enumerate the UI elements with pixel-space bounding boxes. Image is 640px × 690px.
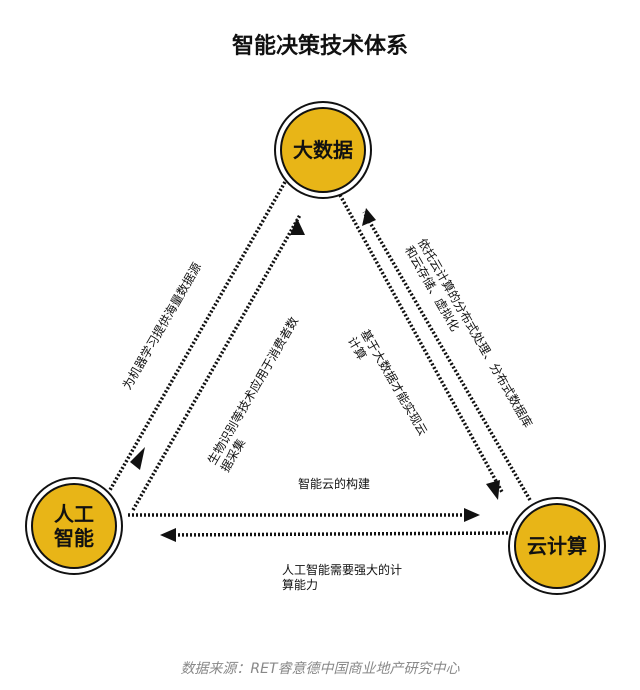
node-ai-circle: [31, 483, 117, 569]
node-cloud: 云计算: [527, 534, 587, 558]
edge-label-cloud-to-ai: 人工智能需要强大的计算能力: [282, 563, 403, 592]
node-ai-line1: 人工: [54, 502, 94, 526]
edge-bd-to-cloud: [338, 194, 504, 493]
edge-bd-to-ai: [108, 181, 287, 491]
arrowhead-icon: [464, 508, 480, 522]
arrowhead-icon: [130, 447, 145, 470]
edge-label-ai-to-cloud: 智能云的构建: [298, 477, 371, 491]
node-big-data-circle: [280, 107, 366, 193]
node-big-data: 大数据: [293, 138, 353, 162]
arrowhead-icon: [160, 528, 176, 542]
arrowhead-icon: [486, 480, 500, 500]
edge-cloud-to-bd: [362, 211, 532, 501]
edge-cloud-to-ai: [167, 531, 513, 537]
arrowhead-icon: [362, 208, 376, 226]
node-cloud-circle: [514, 503, 600, 589]
arrowhead-icon: [290, 218, 305, 235]
source-note: 数据来源：RET睿意德中国商业地产研究中心: [180, 661, 460, 677]
edge-ai-to-bd: [131, 214, 302, 511]
diagram-title: 智能决策技术体系: [231, 34, 408, 59]
node-ai-line2: 智能: [54, 526, 94, 550]
